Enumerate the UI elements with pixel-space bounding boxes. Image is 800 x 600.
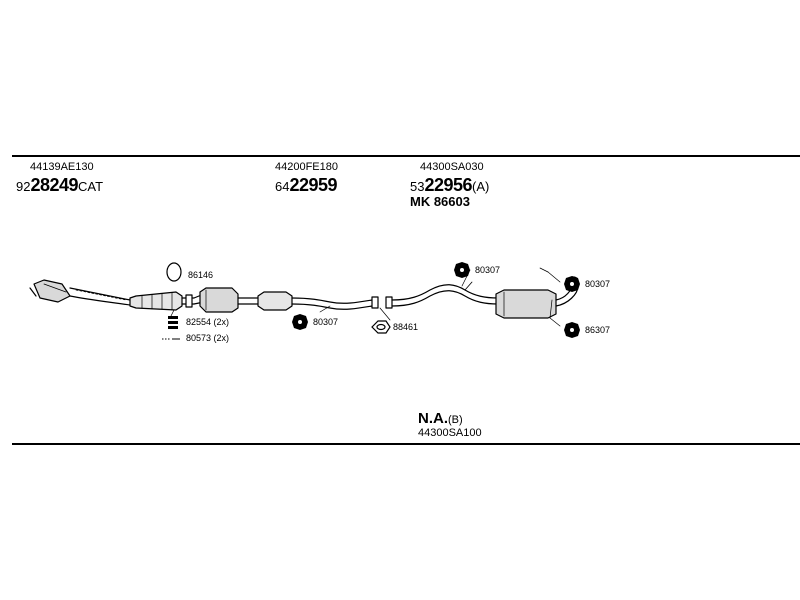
part-prefix: 53	[410, 179, 425, 194]
part-main-number: 22959	[289, 175, 338, 195]
callout-82554: 82554 (2x)	[186, 317, 230, 327]
callout-80307-middle: 80307	[313, 317, 339, 327]
oe-number-rear-silencer: 44300SA030	[420, 161, 484, 173]
gasket-icon	[166, 262, 182, 282]
rubber-mount-icon	[454, 262, 470, 278]
top-divider	[12, 155, 800, 157]
mounting-kit-number: MK 86603	[410, 194, 470, 209]
oe-number-catalyst: 44139AE130	[30, 161, 94, 173]
callout-88461: 88461	[393, 322, 419, 332]
na-suffix: (B)	[448, 414, 463, 426]
front-pipe-part	[29, 279, 195, 311]
part-prefix: 92	[16, 179, 31, 194]
middle-silencer-part	[193, 287, 379, 313]
rubber-mount-icon	[564, 322, 580, 338]
part-prefix: 64	[275, 179, 290, 194]
callout-80307-rear: 80307	[475, 265, 501, 275]
rubber-mount-icon	[564, 276, 580, 292]
callout-80573: 80573 (2x)	[186, 333, 230, 343]
na-label: N.A.	[418, 410, 448, 427]
part-number-rear-silencer: 5322956(A)	[410, 176, 489, 194]
bolt-icon	[168, 316, 178, 329]
oe-number-na: 44300SA100	[418, 427, 482, 439]
rubber-mount-icon	[292, 314, 308, 330]
gasket-ring-icon	[371, 320, 391, 334]
part-main-number: 22956	[424, 175, 473, 195]
rear-silencer-part	[385, 276, 579, 319]
part-suffix: CAT	[78, 179, 104, 194]
callout-80307-tailpipe: 80307	[585, 279, 611, 289]
oe-number-middle-silencer: 44200FE180	[275, 161, 338, 173]
callout-86146: 86146	[188, 270, 214, 280]
not-available-note: N.A.(B)	[418, 411, 463, 426]
part-main-number: 28249	[30, 175, 79, 195]
part-number-catalyst: 9228249CAT	[16, 176, 103, 194]
part-number-middle-silencer: 6422959	[275, 175, 338, 195]
bottom-divider	[12, 443, 800, 445]
part-suffix: (A)	[472, 179, 490, 194]
callout-86307: 86307	[585, 325, 611, 335]
